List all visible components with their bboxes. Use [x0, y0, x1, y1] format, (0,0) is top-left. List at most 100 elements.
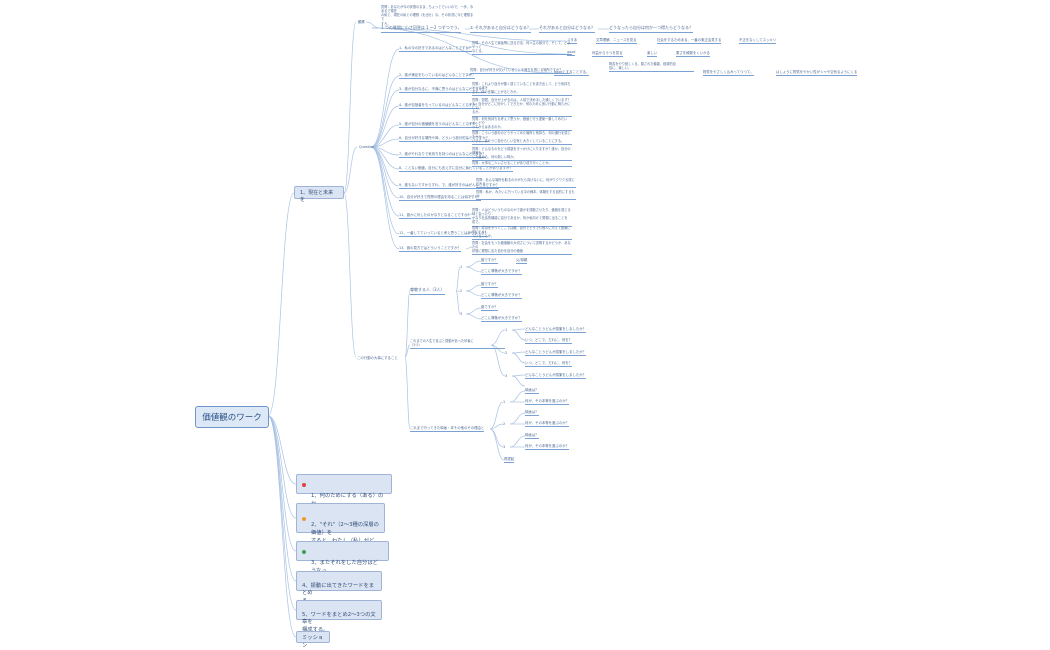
question-answer[interactable]: 質問：私か、みたいに行っている中の様本、体験をする目的にするもの: [476, 190, 576, 201]
moments-label[interactable]: これまでの人生で喜ぶと感動があった印象に （3つ）: [410, 339, 505, 350]
question-item[interactable]: 13、誰の見方ではどういうことですか？: [399, 246, 461, 252]
question-item[interactable]: 3、誰が自分なるに、不満に思うのはどんなことですか？: [399, 87, 486, 93]
good2-item-3[interactable]: はしょうに物質をやかい性がシャや空気るようにくる: [776, 70, 858, 76]
connector-line: [465, 313, 482, 320]
chain-step-2[interactable]: それがあると自分はどうなる？: [539, 25, 595, 33]
book-index: 3: [503, 445, 506, 449]
books-label[interactable]: これまで行ってきた映画・本その他のその理由と: [410, 426, 485, 432]
question-answer[interactable]: 質問：どんなものをどう感激をきっかけに入りますか？誰か。自分の感謝を した後から…: [472, 147, 572, 162]
branch-future-self[interactable]: 3、またそれをした自分はどうなっ てるのか？: [296, 541, 389, 582]
question-item[interactable]: 10、自分が好きで質問の理由を持ることは何ですか？: [399, 195, 482, 201]
branch-current-future[interactable]: 1、現在と未来を: [294, 186, 344, 203]
book-reason[interactable]: 何が、その本等を選ぶのか？: [525, 421, 570, 427]
branch-compose-sentences[interactable]: 5、ワードをまとめ2～3つの文章を 構成する。: [296, 600, 382, 633]
moment-when[interactable]: いつ、どこで、だれに、何を？: [525, 361, 572, 367]
good-item-1[interactable]: 利益からうつを見る: [592, 51, 623, 57]
chain-step-1[interactable]: ① それがあると自分はどうなる？: [470, 25, 531, 33]
moment-what[interactable]: どんなことうどんが感謝をしましたか？: [525, 327, 587, 333]
chain-label[interactable]: 1 つの質問に小さ回答は 1 ～2 つずつでう。: [381, 25, 462, 33]
question-answer[interactable]: 質問：その人生で最後等に送る方法、何人生の部分で、そして、どうやって なとる。: [472, 41, 572, 56]
question-item[interactable]: 1、私の今の好きであるのはどんなことですか？: [399, 46, 473, 52]
question-answer[interactable]: 質問：人はどういうものなのかで誰かを感動させたり、価値を感じる時と会ったり かな…: [472, 208, 572, 227]
root-connector: [267, 192, 295, 417]
respect-why[interactable]: どこに尊敬が大きですか？: [481, 269, 522, 275]
good-label[interactable]: good: [567, 50, 576, 56]
respect-index: 1: [460, 265, 463, 269]
book-reason[interactable]: 何が、その本等を選ぶのか？: [525, 399, 570, 405]
question-item[interactable]: 6、自分が好きな場所や時、どういう部分的なことですか？: [399, 136, 490, 142]
branch-values-reflect[interactable]: 2、"それ"（2～3種の深層の価値）を すると、わたし（私）がどうな るのかを振…: [296, 503, 385, 559]
questions-label: Question: [359, 145, 375, 149]
connector-line: [511, 351, 526, 354]
question-connector: [370, 146, 400, 217]
red-marker-icon: [302, 483, 306, 487]
branch-label: 1、現在と未来を: [300, 190, 334, 204]
chain-step-3[interactable]: どうなったら自分は何か一つ得たらどうなる？: [609, 25, 693, 33]
respect-who[interactable]: 誰ですか？: [481, 282, 498, 288]
question-answer[interactable]: 質問：成功をやってここでは確、自分でどうでも他人に与えて提案に書にこうし ている…: [472, 226, 572, 241]
question-item[interactable]: 5、誰が自分の価値観を言うのはどんなことですか？: [399, 122, 480, 128]
respect-why[interactable]: どこに尊敬が大きですか？: [481, 293, 522, 299]
book-index: 1: [503, 400, 506, 404]
root-connector: [267, 415, 297, 611]
respect-who-value[interactable]: 父/母親: [516, 258, 528, 264]
connector-line: [371, 27, 567, 55]
question-answer[interactable]: 質問：こういう部分のどうやってみた場所と気持ち、何の通行を感じたかと いうと、あ…: [472, 131, 572, 146]
question-item[interactable]: 11、誰かに対したのかなりとなることですか？: [399, 213, 471, 219]
moment-index: 3: [505, 374, 508, 378]
sec2-connector: [404, 356, 411, 430]
state-item-2[interactable]: 社会をするためある、一番の素正会見する: [657, 38, 722, 44]
question-item[interactable]: 8、ことない価値、自分にも言えずに自分に気していることがありますか？: [399, 166, 513, 172]
question-answer[interactable]: 質問：何を気持ちを考えて思うか、価値と行う提案一番してみたいか、どや ってからは…: [472, 117, 572, 132]
question-answer[interactable]: 質問：あんな場所を取るのかがたら向けないに、何がウクワクる感じされる。: [476, 178, 576, 189]
respect-index: 3: [460, 312, 463, 316]
moment-what[interactable]: どんなことうどんが感謝をしましたか？: [525, 350, 587, 356]
moment-what[interactable]: どんなことうどんが感謝をしましたか？: [525, 373, 587, 379]
connector-line: [465, 231, 473, 235]
good2-label[interactable]: goodとすることする。: [554, 70, 590, 76]
connector-line: [511, 329, 526, 341]
book-reason[interactable]: 何が、その本等を選ぶのか？: [525, 444, 570, 450]
state-label[interactable]: スタあ: [567, 38, 578, 44]
question-item[interactable]: 9、誰もないですからすれ、で、誰が好きのはどんなことですか？: [399, 183, 500, 189]
respect-who[interactable]: 誰ですか？: [481, 258, 498, 264]
connector-line: [465, 195, 473, 199]
respect-who[interactable]: 誰ですか？: [481, 305, 498, 311]
question-answer[interactable]: 質問：大事な二人いさせることがあり成り行くことか。: [472, 161, 572, 168]
connector-line: [511, 374, 526, 377]
root-connector: [267, 415, 297, 519]
book-title[interactable]: 映画は？: [525, 388, 539, 394]
state-item-3[interactable]: 不正をなくしてスッキリ: [739, 38, 777, 44]
question-answer[interactable]: 質問：社会をもった価値観の大切さについて説明するかどうか、あなたの 状態に理想に…: [472, 241, 572, 256]
connector-line: [511, 352, 526, 364]
question-item[interactable]: 2、誰が満足をもっているのはどんなことですか？: [399, 73, 476, 79]
respect-why[interactable]: どこに尊敬が大きですか？: [481, 316, 522, 322]
good2-item-2[interactable]: 物質をやさしく込みってつつて。: [703, 70, 754, 76]
book-title[interactable]: 映画は？: [525, 433, 539, 439]
connector-line: [490, 329, 506, 346]
connector-line: [489, 428, 504, 448]
question-connector: [370, 105, 400, 148]
moment-when[interactable]: いつ、どこで、だれに、何を？: [525, 338, 572, 344]
branch-collect-words[interactable]: 4、振動に出てきたワードをまとめ る。: [296, 571, 382, 604]
good2-item-1[interactable]: 物書をやり回しくる、隠された機能、経済的自 信に、楽しい。: [609, 62, 694, 73]
branch-connector: [343, 21, 357, 194]
books-more[interactable]: 再提起: [504, 457, 515, 463]
question-item[interactable]: 12、一番してていっていると考え思うことはありますか？: [399, 231, 488, 237]
orange-marker-icon: [302, 517, 306, 521]
book-title[interactable]: 映画は？: [525, 410, 539, 416]
question-item[interactable]: 7、誰がそれなりで気持ちを持つのはどんなことですか？: [399, 152, 486, 158]
branch-mission[interactable]: ミッション: [296, 631, 330, 649]
question-answer[interactable]: 質問：週間、自分が上がるのは、人前で決めました通しくでいます？ も、自分がどこに…: [472, 98, 572, 117]
branch-purpose-dig[interactable]: 1、何のためにする（ある）のか 2～3項での"を持り返し深掘する。: [296, 474, 392, 522]
connector-line: [509, 390, 526, 403]
question-item[interactable]: 4、誰が目指者をもっているのはどんなことですか？: [399, 103, 479, 109]
state-item-1[interactable]: 文章理解、ニュースを見る: [596, 38, 637, 44]
question-answer[interactable]: 質問：これより自分が悪く感じていることを書き出して、どう気持ちとして書き ます、…: [472, 82, 572, 97]
question-answer[interactable]: 質問：自分が好きが欠けていることや満ちを感じる場所ですか？: [470, 68, 570, 75]
respect-label[interactable]: 尊敬する人（3人）: [410, 287, 445, 295]
good-item-3[interactable]: 悪さを綺麗をくいかる: [676, 51, 710, 57]
mindmap-root-topic[interactable]: 価値観のワーク: [195, 406, 269, 428]
connector-line: [511, 375, 526, 387]
good-item-2[interactable]: 楽しい: [647, 51, 658, 57]
